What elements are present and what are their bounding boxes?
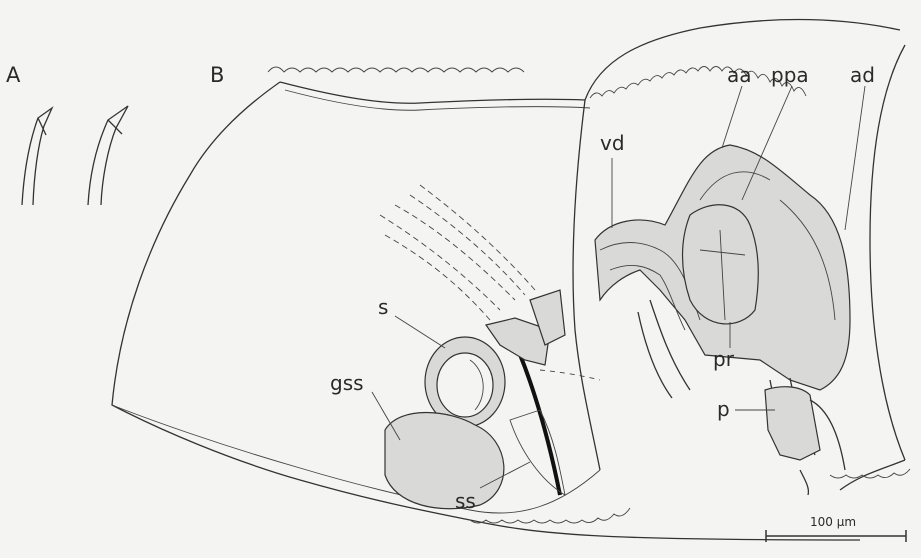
- label-ppa: ppa: [771, 63, 809, 87]
- hook-drawings: [22, 106, 128, 205]
- label-ad: ad: [850, 63, 875, 87]
- label-aa: aa: [727, 63, 752, 87]
- stylet-complex: [385, 290, 565, 509]
- label-pr: pr: [713, 347, 735, 371]
- panel-label-b: B: [210, 63, 224, 87]
- label-p: p: [717, 397, 730, 421]
- label-ss: ss: [455, 489, 476, 513]
- leader-ad: [845, 86, 865, 230]
- scale-bar-label: 100 µm: [810, 515, 856, 529]
- label-vd: vd: [600, 131, 625, 155]
- duct-complex: [595, 145, 850, 495]
- label-s: s: [378, 295, 388, 319]
- panel-label-a: A: [6, 63, 21, 87]
- label-gss: gss: [330, 371, 364, 395]
- scale-bar: 100 µm: [766, 515, 906, 542]
- leader-s: [395, 316, 445, 348]
- leader-aa: [722, 86, 742, 148]
